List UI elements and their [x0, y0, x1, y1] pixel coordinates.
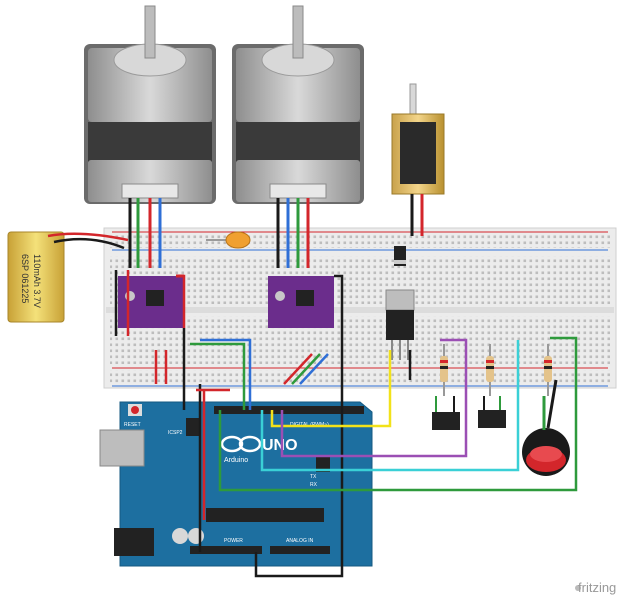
lipo-battery: 6SP 061225 110mAh 3.7V: [7, 231, 129, 323]
stepper-motor-right: [232, 5, 364, 204]
push-button-red: [522, 379, 570, 476]
resistor-3: [544, 344, 552, 396]
stepper-motor-left: [84, 5, 216, 204]
battery-label-2: 110mAh 3.7V: [32, 254, 42, 308]
mosfet: [385, 289, 415, 360]
uno-label: UNO: [262, 437, 298, 454]
tact-switch-1: [432, 396, 460, 430]
capacitor: [206, 231, 251, 249]
arduino-uno: RESET ICSP2 DIGITAL (PWM~) UNO Arduino P…: [99, 401, 373, 567]
power-label: POWER: [224, 538, 243, 544]
solenoid: [391, 83, 445, 236]
tact-switch-2: [478, 396, 506, 428]
analog-label: ANALOG IN: [286, 538, 314, 544]
battery-label-1: 6SP 061225: [20, 254, 30, 303]
resistor-1: [440, 344, 448, 396]
resistor-2: [486, 344, 494, 396]
motor-wires-right: [276, 198, 310, 268]
motor-wires-left: [128, 198, 162, 268]
fritzing-watermark: fritzing: [575, 580, 616, 595]
rx-label: RX: [310, 482, 318, 488]
tx-label: TX: [310, 474, 317, 480]
fritzing-text: fritzing: [578, 580, 616, 595]
reset-label: RESET: [124, 422, 141, 428]
stepper-driver-right: [268, 276, 334, 328]
arduino-brand: Arduino: [224, 457, 248, 464]
signal-wires: [114, 270, 578, 578]
diode: [394, 246, 406, 266]
breadboard: [103, 227, 617, 389]
icsp2-label: ICSP2: [168, 430, 183, 436]
